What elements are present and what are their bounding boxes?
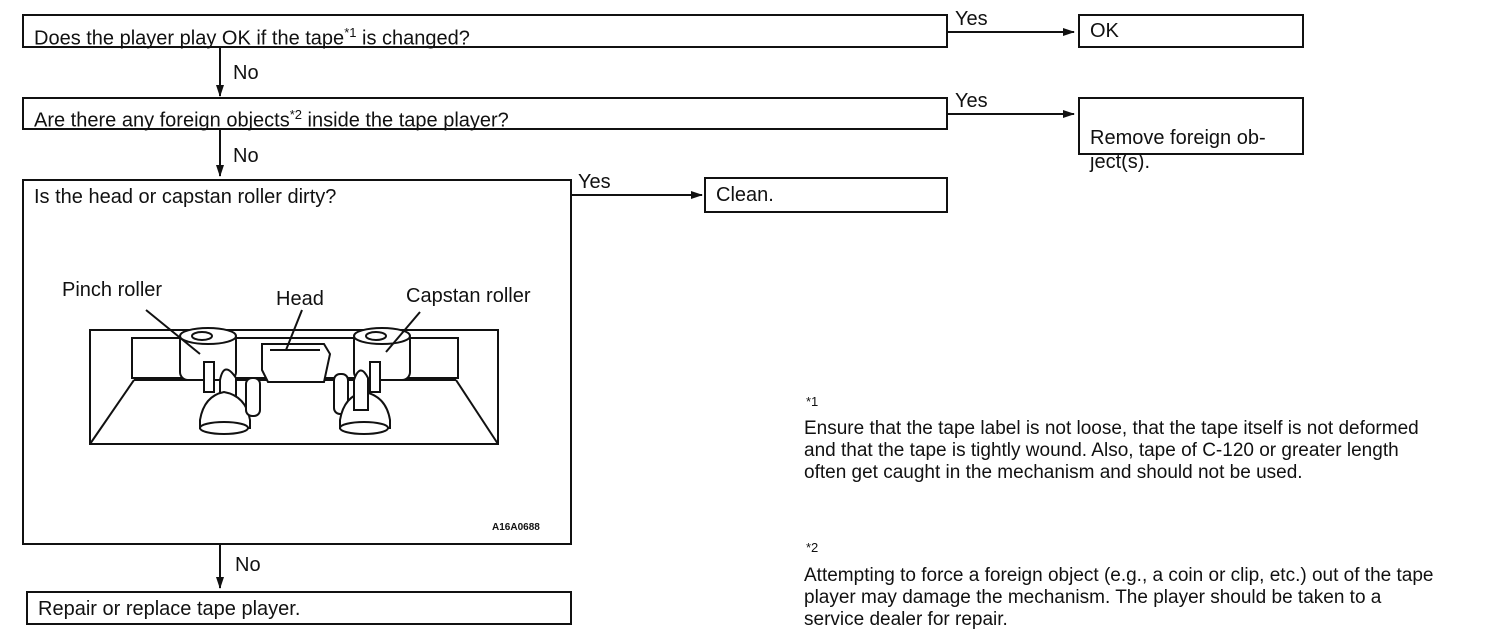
head-label: Head xyxy=(276,288,324,310)
result-clean-text: Clean. xyxy=(716,184,774,206)
yes-label-3: Yes xyxy=(578,171,611,193)
no-label-3: No xyxy=(235,554,261,576)
question-2-text: Are there any foreign objects xyxy=(34,109,290,132)
question-1-text-end: is changed? xyxy=(356,27,470,50)
footnote-1-mark: *1 xyxy=(806,394,819,409)
question-1-text: Does the player play OK if the tape xyxy=(34,27,345,50)
result-remove-text: Remove foreign ob- ject(s). xyxy=(1090,127,1266,173)
footnote-2-text: Attempting to force a foreign object (e.… xyxy=(804,565,1434,630)
result-repair-text: Repair or replace tape player. xyxy=(38,598,301,620)
no-label-2: No xyxy=(233,145,259,167)
question-3-box: Is the head or capstan roller dirty? xyxy=(22,179,572,545)
result-clean-box: Clean. xyxy=(704,177,948,213)
question-1-box: Does the player play OK if the tape*1 is… xyxy=(22,14,948,50)
capstan-roller-label: Capstan roller xyxy=(406,285,531,307)
question-3-text: Is the head or capstan roller dirty? xyxy=(34,186,337,208)
result-repair-box: Repair or replace tape player. xyxy=(26,591,572,625)
footnote-ref-2: *2 xyxy=(289,107,302,122)
question-2-text-end: inside the tape player? xyxy=(302,109,509,132)
footnote-ref-1: *1 xyxy=(344,25,357,40)
pinch-roller-label: Pinch roller xyxy=(62,279,163,301)
question-2-box: Are there any foreign objects*2 inside t… xyxy=(22,97,948,132)
no-label-1: No xyxy=(233,62,259,84)
footnote-1-text: Ensure that the tape label is not loose,… xyxy=(804,418,1419,483)
result-ok-text: OK xyxy=(1090,20,1119,42)
footnote-2-mark: *2 xyxy=(806,540,819,555)
figure-code: A16A0688 xyxy=(492,522,540,533)
yes-label-1: Yes xyxy=(955,8,988,30)
result-ok-box: OK xyxy=(1078,14,1304,48)
tape-mechanism-illustration xyxy=(89,309,499,445)
yes-label-2: Yes xyxy=(955,90,988,112)
result-remove-box: Remove foreign ob- ject(s). xyxy=(1078,97,1304,173)
